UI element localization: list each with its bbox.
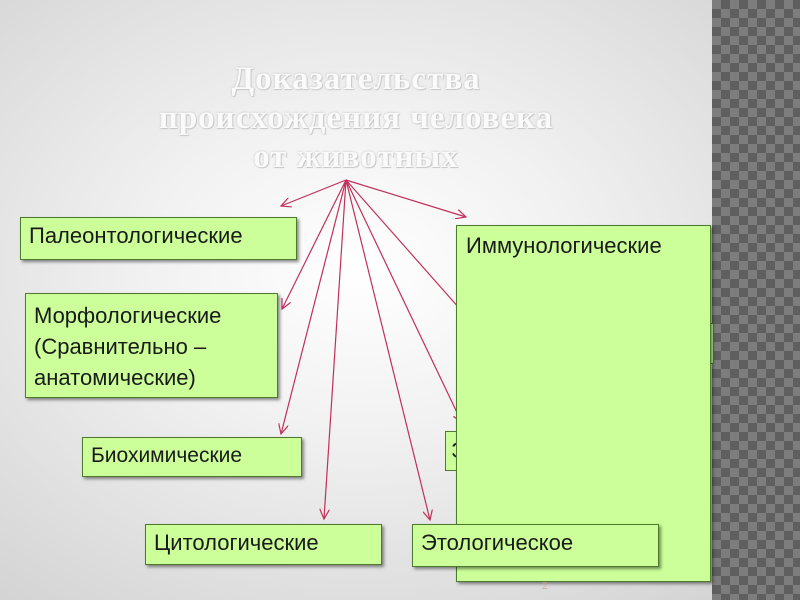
page-number: 2 (542, 580, 548, 592)
arrow-to-cytological (324, 179, 347, 519)
arrow-to-immunological (345, 179, 466, 217)
arrow-to-paleontological (281, 179, 347, 206)
biochemical-label: Биохимические (91, 444, 243, 467)
ethological-label: Этологическое (421, 530, 574, 555)
title-line-1: Доказательства (231, 61, 481, 97)
arrow-to-biochemical (281, 179, 347, 434)
cytological-label: Цитологические (154, 530, 319, 555)
arrow-to-morphological (282, 179, 347, 309)
morphological-box: Морфологические (Сравнительно – анатомич… (25, 293, 278, 398)
morphological-line-2: (Сравнительно – (34, 334, 207, 359)
slide-title: Доказательства происхождения человека от… (0, 60, 712, 177)
title-line-3: от животных (253, 139, 459, 175)
paleontological-label: Палеонтологические (29, 223, 243, 248)
arrow-to-ethological (345, 179, 430, 520)
immunological-box: Иммунологические (456, 225, 711, 582)
title-line-2: происхождения человека (158, 100, 554, 136)
morphological-line-1: Морфологические (34, 303, 222, 328)
paleontological-box: Палеонтологические (20, 217, 297, 260)
arrow-to-hidden-box-2 (345, 179, 462, 423)
morphological-line-3: анатомические) (34, 365, 196, 390)
ethological-box: Этологическое (412, 524, 659, 567)
biochemical-box: Биохимические (82, 437, 302, 477)
arrow-to-hidden-box-1 (345, 179, 467, 317)
immunological-label: Иммунологические (466, 233, 662, 258)
checkered-border-strip (712, 0, 800, 600)
cytological-box: Цитологические (145, 524, 382, 565)
